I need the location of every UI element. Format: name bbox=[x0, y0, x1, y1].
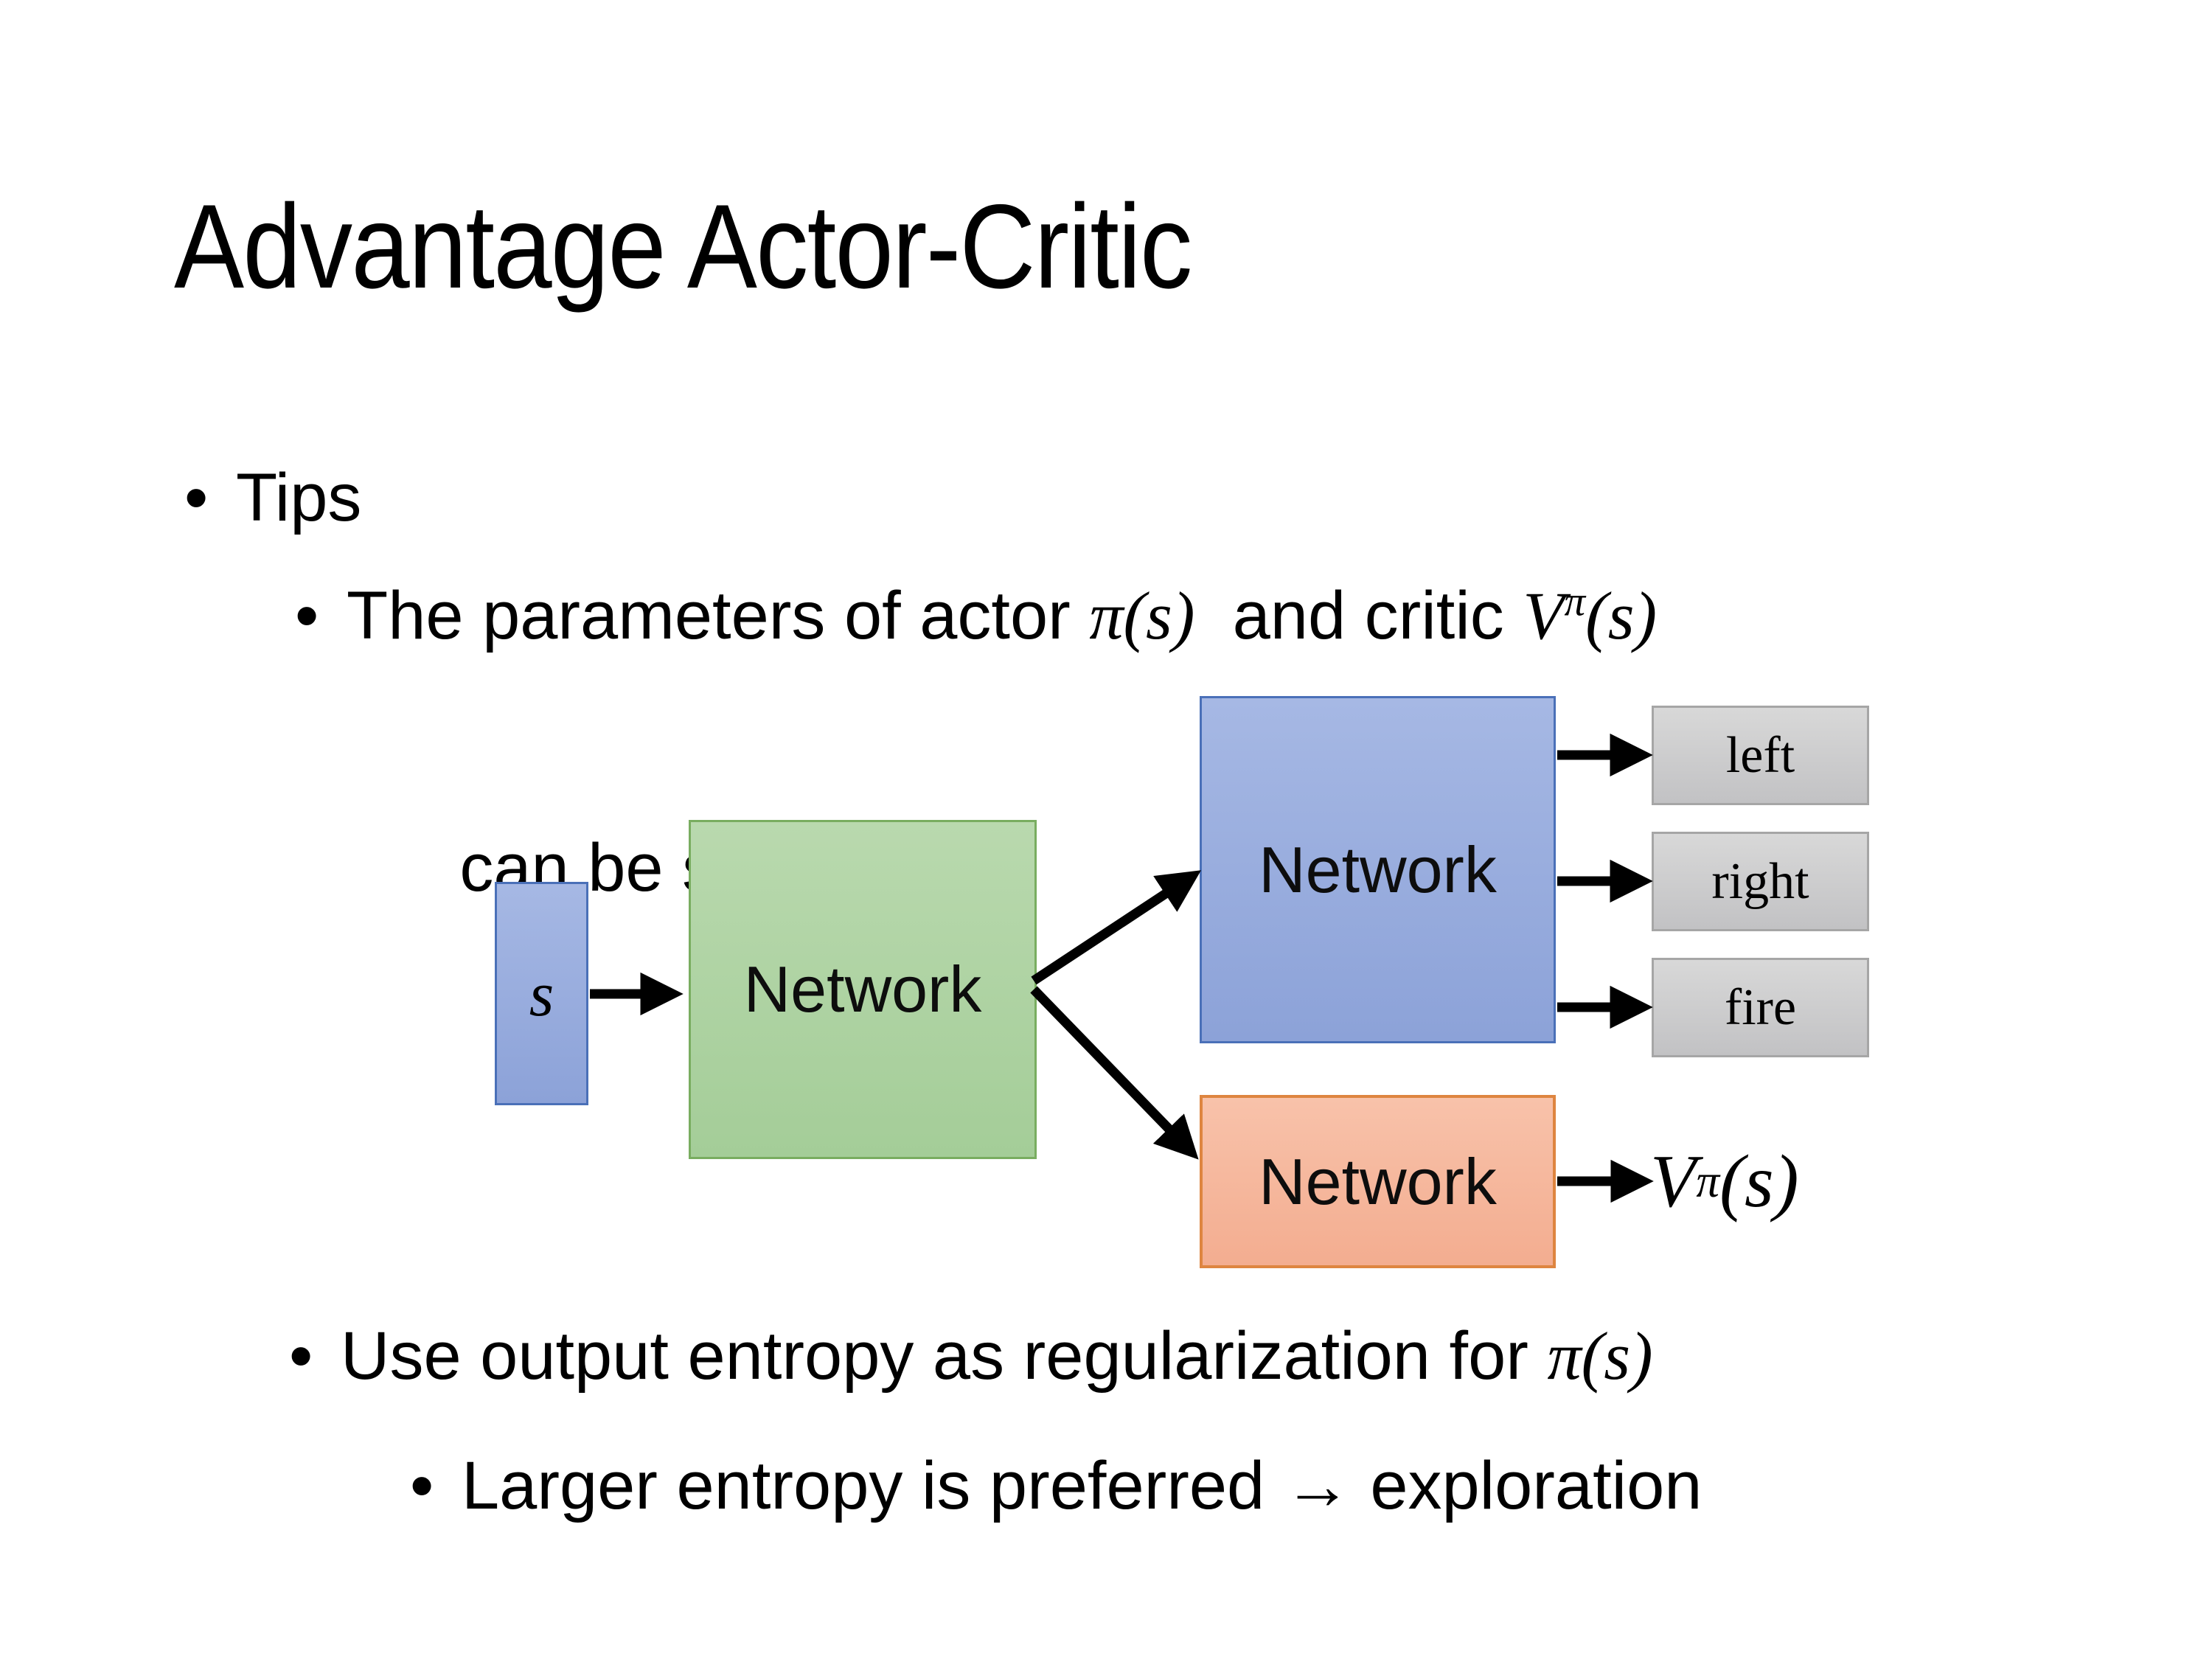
state-box: s bbox=[495, 882, 588, 1105]
actor-policy-math: π(s) bbox=[1089, 578, 1195, 653]
and-critic-text: and critic bbox=[1194, 578, 1523, 653]
action-label-right: right bbox=[1711, 852, 1809, 910]
critic-value-args: (s) bbox=[1585, 578, 1658, 653]
entropy-text: Use output entropy as regularization for… bbox=[341, 1314, 1653, 1482]
critic-value-base: V bbox=[1523, 578, 1565, 653]
arrow-shared-to-critic bbox=[1030, 986, 1199, 1160]
critic-network-label: Network bbox=[1259, 1144, 1497, 1218]
critic-value-sup: π bbox=[1564, 578, 1586, 625]
shared-network-label: Network bbox=[743, 953, 982, 1026]
bullet-exploration: • Larger entropy is preferred → explorat… bbox=[410, 1444, 1702, 1528]
actor-network-label: Network bbox=[1259, 832, 1497, 906]
actor-network-box: Network bbox=[1200, 696, 1556, 1043]
action-label-left: left bbox=[1725, 726, 1795, 784]
bullet-entropy: • Use output entropy as regularization f… bbox=[289, 1314, 1653, 1482]
slide-title: Advantage Actor-Critic bbox=[174, 180, 1192, 313]
action-label-fire: fire bbox=[1724, 978, 1797, 1036]
shared-network-box: Network bbox=[689, 820, 1037, 1159]
tips-label: Tips bbox=[236, 460, 362, 535]
exploration-text: Larger entropy is preferred → exploratio… bbox=[462, 1448, 1703, 1523]
bullet-icon: • bbox=[289, 1318, 313, 1394]
bullet-icon: • bbox=[184, 460, 209, 535]
value-args: (s) bbox=[1719, 1139, 1799, 1223]
entropy-policy-math: π(s) bbox=[1547, 1318, 1653, 1394]
action-box-left: left bbox=[1652, 706, 1869, 805]
critic-network-box: Network bbox=[1200, 1095, 1556, 1268]
bullet-tips: • Tips bbox=[184, 456, 361, 540]
action-box-right: right bbox=[1652, 832, 1869, 931]
bullet-icon: • bbox=[295, 578, 319, 653]
entropy-pre: Use output entropy as regularization for bbox=[341, 1318, 1548, 1394]
bullet-icon: • bbox=[410, 1448, 434, 1523]
state-label: s bbox=[529, 958, 554, 1029]
value-base: V bbox=[1650, 1139, 1697, 1223]
shared-params-pre: The parameters of actor bbox=[347, 578, 1090, 653]
action-box-fire: fire bbox=[1652, 958, 1869, 1057]
